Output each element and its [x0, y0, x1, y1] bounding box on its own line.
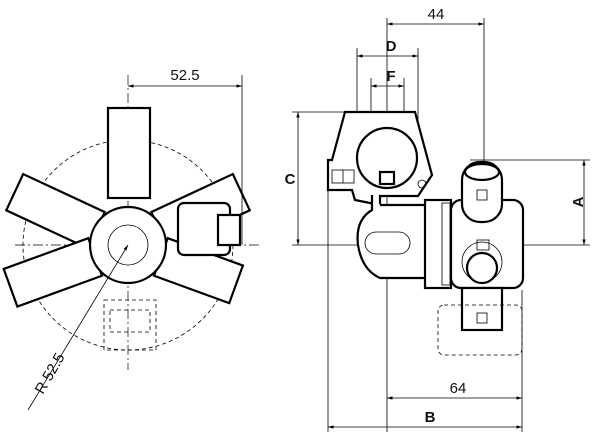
width-dim-label: 52.5 — [170, 67, 199, 84]
side-view: 44 D F C A 64 B — [285, 6, 590, 432]
hub — [88, 205, 168, 285]
front-view-multi-nozzle: 52.5 R 52.5 — [2, 67, 260, 411]
radius-dim-label: R 52.5 — [32, 350, 69, 397]
dim-c-label: C — [285, 171, 296, 188]
dim-d-label: D — [386, 38, 397, 55]
dim-b-label: B — [425, 409, 436, 426]
dim-f-label: F — [386, 68, 395, 85]
dim-44-label: 44 — [428, 6, 445, 23]
dim-64-label: 64 — [450, 380, 467, 397]
dim-a-label: A — [570, 196, 587, 207]
